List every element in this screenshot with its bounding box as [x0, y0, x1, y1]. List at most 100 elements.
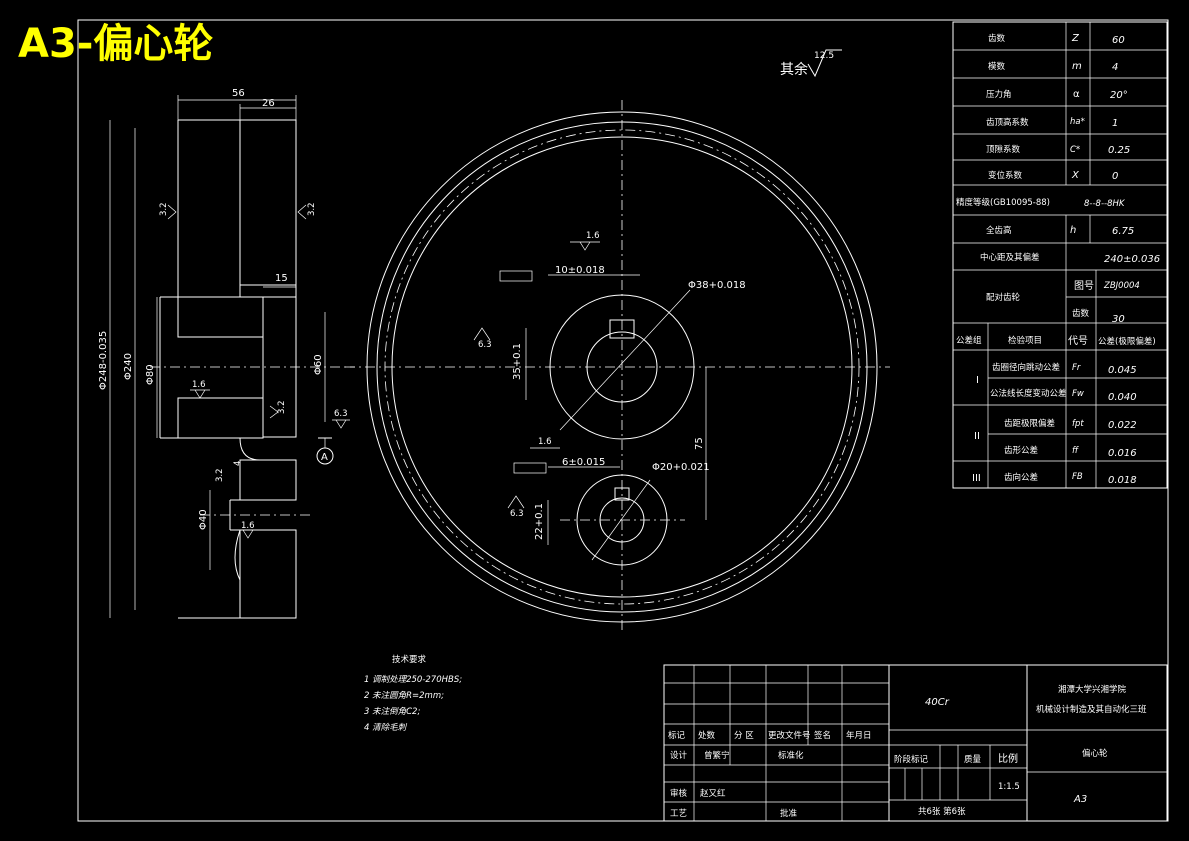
svg-text:m: m: [1072, 61, 1082, 72]
svg-text:处数: 处数: [698, 730, 716, 741]
svg-text:10±0.018: 10±0.018: [555, 265, 605, 276]
svg-text:公差组: 公差组: [956, 335, 982, 346]
svg-text:6.3: 6.3: [334, 409, 348, 419]
svg-text:0.25: 0.25: [1108, 145, 1130, 156]
svg-text:精度等级(GB10095-88): 精度等级(GB10095-88): [956, 197, 1050, 208]
svg-text:60: 60: [1112, 35, 1125, 46]
svg-text:Fr: Fr: [1072, 363, 1081, 373]
svg-text:3.2: 3.2: [215, 468, 225, 482]
svg-text:公法线长度变动公差: 公法线长度变动公差: [990, 388, 1067, 399]
svg-text:签名: 签名: [814, 730, 831, 741]
svg-text:0.016: 0.016: [1108, 448, 1137, 459]
svg-text:0.040: 0.040: [1108, 392, 1137, 403]
svg-text:其余: 其余: [780, 61, 808, 78]
svg-text:3.2: 3.2: [159, 202, 169, 216]
svg-text:h: h: [1070, 225, 1076, 236]
svg-text:FB: FB: [1072, 472, 1083, 482]
svg-text:标准化: 标准化: [778, 750, 804, 761]
svg-text:35+0.1: 35+0.1: [512, 343, 523, 380]
svg-text:40Cr: 40Cr: [925, 697, 950, 708]
svg-text:II: II: [974, 431, 980, 442]
svg-text:分 区: 分 区: [734, 731, 754, 741]
sheet-border: [77, 19, 1169, 822]
svg-text:顶隙系数: 顶隙系数: [986, 144, 1021, 155]
svg-text:6.3: 6.3: [510, 509, 524, 519]
svg-text:1.6: 1.6: [538, 437, 552, 447]
svg-text:标记: 标记: [668, 730, 686, 741]
svg-text:4 清除毛刺: 4 清除毛刺: [364, 722, 408, 733]
svg-text:Φ248-0.035: Φ248-0.035: [98, 331, 109, 390]
svg-text:设计: 设计: [670, 750, 688, 761]
gear-param-table: 齿数 Z 60 模数 m 4 压力角 α 20° 齿顶高系数 ha* 1 顶隙系…: [952, 21, 1168, 489]
svg-text:齿距极限偏差: 齿距极限偏差: [1004, 418, 1055, 429]
svg-text:公差(极限偏差): 公差(极限偏差): [1098, 336, 1156, 347]
svg-text:0: 0: [1112, 171, 1118, 182]
svg-text:检验项目: 检验项目: [1008, 335, 1042, 346]
svg-text:Z: Z: [1071, 33, 1080, 44]
svg-text:3 未注倒角C2;: 3 未注倒角C2;: [364, 706, 420, 717]
title-block: 40Cr 湘潭大学兴湘学院 机械设计制造及其自动化三班 偏心轮 A3 标记 处数…: [663, 664, 1168, 822]
svg-text:配对齿轮: 配对齿轮: [986, 292, 1021, 303]
svg-text:中心距及其偏差: 中心距及其偏差: [980, 252, 1040, 263]
svg-text:曾繁宁: 曾繁宁: [704, 750, 730, 761]
svg-text:压力角: 压力角: [986, 89, 1012, 100]
svg-text:全齿高: 全齿高: [986, 225, 1012, 236]
svg-text:1.6: 1.6: [241, 521, 255, 531]
svg-text:26: 26: [262, 98, 275, 109]
svg-text:机械设计制造及其自动化三班: 机械设计制造及其自动化三班: [1036, 704, 1147, 715]
svg-text:质量: 质量: [964, 754, 982, 765]
svg-text:湘潭大学兴湘学院: 湘潭大学兴湘学院: [1058, 684, 1127, 695]
svg-text:A: A: [321, 452, 328, 463]
svg-text:6.3: 6.3: [478, 340, 492, 350]
section-view: 56 26 15 Φ248-0.035 Φ240 Φ80 Φ60 Φ40 3.2…: [98, 88, 355, 619]
svg-text:0.045: 0.045: [1108, 365, 1137, 376]
svg-text:Φ80: Φ80: [145, 364, 156, 385]
svg-text:6±0.015: 6±0.015: [562, 457, 605, 468]
svg-text:3.2: 3.2: [277, 400, 287, 414]
svg-text:ha*: ha*: [1070, 117, 1085, 127]
svg-text:更改文件号: 更改文件号: [768, 730, 811, 741]
svg-text:齿数: 齿数: [1072, 308, 1090, 319]
svg-text:1:1.5: 1:1.5: [998, 782, 1020, 792]
svg-text:阶段标记: 阶段标记: [894, 754, 929, 765]
svg-text:模数: 模数: [988, 61, 1006, 72]
svg-text:Φ40: Φ40: [198, 509, 209, 530]
svg-text:代号: 代号: [1068, 335, 1088, 347]
svg-text:批准: 批准: [780, 808, 798, 819]
svg-text:共6张 第6张: 共6张 第6张: [918, 806, 966, 817]
svg-text:审核: 审核: [670, 788, 688, 799]
surface-finish-note: 其余 12.5: [780, 49, 842, 78]
svg-text:Φ38+0.018: Φ38+0.018: [688, 280, 746, 291]
svg-text:I: I: [976, 375, 979, 386]
svg-text:4: 4: [233, 461, 243, 466]
svg-text:12.5: 12.5: [814, 51, 834, 61]
svg-text:56: 56: [232, 88, 245, 99]
svg-text:20°: 20°: [1110, 90, 1128, 101]
svg-text:75: 75: [694, 437, 705, 450]
svg-text:齿向公差: 齿向公差: [1004, 472, 1038, 483]
svg-text:赵又红: 赵又红: [700, 788, 726, 799]
svg-text:6.75: 6.75: [1112, 226, 1134, 237]
svg-text:0.018: 0.018: [1108, 475, 1137, 486]
svg-text:Fw: Fw: [1072, 389, 1084, 399]
svg-text:A3: A3: [1073, 794, 1087, 805]
svg-text:Φ60: Φ60: [313, 354, 324, 375]
svg-text:1 调制处理250-270HBS;: 1 调制处理250-270HBS;: [364, 674, 462, 685]
svg-text:1.6: 1.6: [192, 380, 206, 390]
svg-text:偏心轮: 偏心轮: [1082, 748, 1108, 759]
front-view: 10±0.018 Φ38+0.018 35+0.1 1.6 6.3 6±0.01…: [345, 100, 890, 630]
svg-text:22+0.1: 22+0.1: [534, 503, 545, 540]
svg-text:工艺: 工艺: [670, 809, 687, 819]
svg-text:Φ240: Φ240: [123, 353, 134, 380]
svg-text:240±0.036: 240±0.036: [1104, 254, 1160, 265]
svg-text:C*: C*: [1070, 145, 1080, 155]
svg-text:2 未注圆角R=2mm;: 2 未注圆角R=2mm;: [364, 690, 444, 701]
svg-text:fpt: fpt: [1072, 419, 1084, 429]
svg-text:α: α: [1073, 89, 1080, 100]
tech-requirements: 技术要求 1 调制处理250-270HBS; 2 未注圆角R=2mm; 3 未注…: [364, 654, 462, 733]
svg-text:ZBJ0004: ZBJ0004: [1103, 281, 1140, 291]
svg-text:X: X: [1071, 170, 1080, 181]
svg-text:年月日: 年月日: [846, 730, 872, 741]
svg-text:齿圈径向跳动公差: 齿圈径向跳动公差: [992, 362, 1060, 373]
